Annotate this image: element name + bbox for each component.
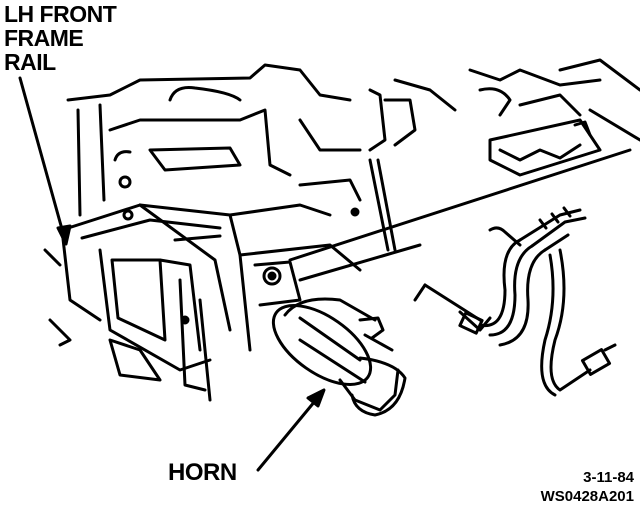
- wiring-harness: [413, 206, 617, 397]
- horn-leader: [256, 393, 322, 472]
- leader-lines: [18, 76, 326, 472]
- body-structure: [66, 63, 362, 221]
- frame-rail-label-line-3: RAIL: [4, 49, 56, 75]
- fender-edge: [288, 148, 632, 282]
- frame-rail-label: LH FRONT FRAME RAIL: [4, 2, 164, 74]
- horn-label: HORN: [168, 459, 237, 486]
- horn-arrowhead: [306, 388, 326, 408]
- frame-rail-label-line-2: FRAME: [4, 25, 84, 51]
- figure-date-code: 3-11-84: [583, 469, 634, 486]
- upper-right-panels: [368, 58, 640, 177]
- frame-rail-label-line-1: LH FRONT: [4, 1, 117, 27]
- frame-rail-leader: [18, 76, 67, 242]
- figure-meta: 3-11-84 WS0428A201: [541, 468, 634, 506]
- frame-rail: [43, 203, 362, 402]
- frame-rail-arrowhead: [56, 224, 72, 246]
- horn: [271, 297, 407, 417]
- figure-id: WS0428A201: [540, 488, 634, 505]
